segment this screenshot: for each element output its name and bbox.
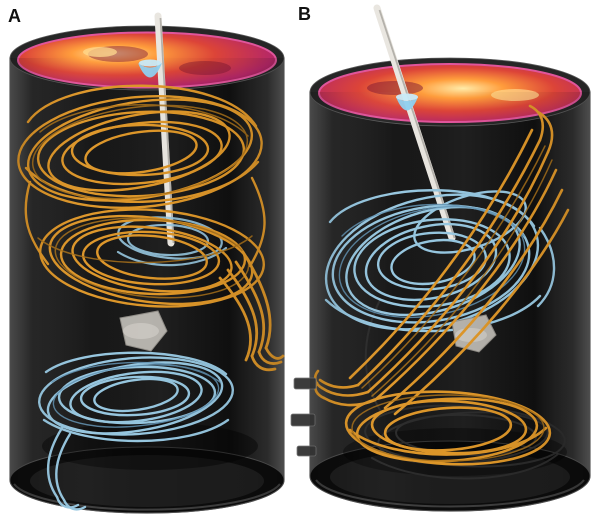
panel-label-a: A (8, 6, 21, 26)
disk-b-blotch-1 (367, 81, 423, 95)
disk-a-hotspot (83, 47, 117, 57)
panel-a-visualization (9, 12, 285, 514)
panel-b-visualization (290, 4, 591, 512)
panel-label-b: B (298, 4, 311, 24)
vessel-b-glass-overlay (310, 92, 590, 511)
vessel-a-glass-overlay (10, 58, 284, 513)
